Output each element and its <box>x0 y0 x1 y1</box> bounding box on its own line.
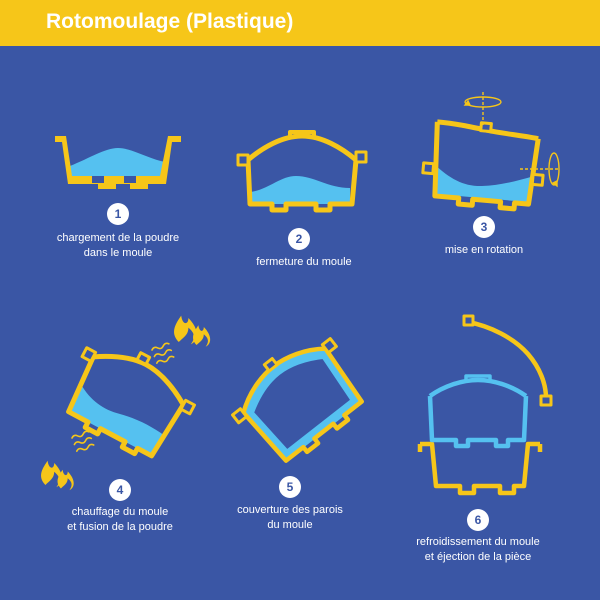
title-bar: Rotomoulage (Plastique) <box>0 0 600 46</box>
powder-fill <box>70 148 166 176</box>
step-badge-5: 5 <box>279 476 301 498</box>
step-3-line-1: mise en rotation <box>444 244 524 256</box>
step-5-illustration <box>231 337 364 463</box>
step-1-line-2: dans le moule <box>83 247 153 259</box>
step-2-illustration <box>236 130 368 213</box>
step-6-line-1: refroidissement du moule <box>416 536 540 548</box>
cooled-part <box>427 374 529 449</box>
step-4-illustration <box>41 315 211 491</box>
step-6-line-2: et éjection de la pièce <box>424 551 532 563</box>
step-6-illustration <box>417 314 553 496</box>
step-badge-6: 6 <box>467 509 489 531</box>
step-1-line-1: chargement de la poudre <box>56 232 180 244</box>
mold-lid <box>467 319 549 399</box>
step-label-6: refroidissement du moule et éjection de … <box>393 535 563 565</box>
step-badge-1: 1 <box>107 203 129 225</box>
mold-bottom <box>245 159 359 213</box>
step-label-4: chauffage du moule et fusion de la poudr… <box>35 505 205 535</box>
step-label-5: couverture des parois du moule <box>205 503 375 533</box>
step-label-2: fermeture du moule <box>219 255 389 270</box>
step-1-illustration <box>55 136 181 189</box>
step-5-line-1: couverture des parois <box>237 504 343 516</box>
step-label-1: chargement de la poudre dans le moule <box>33 231 203 261</box>
step-badge-3: 3 <box>473 216 495 238</box>
step-badge-2: 2 <box>288 228 310 250</box>
mold-top <box>246 133 358 162</box>
page-title: Rotomoulage (Plastique) <box>46 10 294 33</box>
step-2-line-1: fermeture du moule <box>256 256 352 268</box>
step-badge-4: 4 <box>109 479 131 501</box>
plastic-fill <box>250 176 350 204</box>
step-4-line-1: chauffage du moule <box>71 506 169 518</box>
step-3-illustration <box>421 92 560 212</box>
mold-base <box>420 441 540 496</box>
step-5-line-2: du moule <box>267 519 313 531</box>
step-4-line-2: et fusion de la poudre <box>67 521 173 533</box>
rotation-arrow-icon <box>463 92 560 188</box>
mold-bottom <box>55 136 181 189</box>
step-label-3: mise en rotation <box>399 243 569 258</box>
